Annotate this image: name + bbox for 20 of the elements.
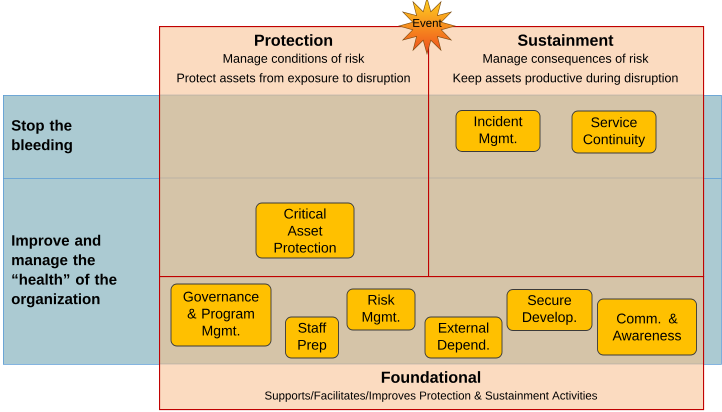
panel-heading: Sustainment (518, 34, 614, 46)
activity-box: Risk Mgmt. (346, 288, 416, 330)
panel-heading: Foundational (382, 371, 480, 383)
activity-box: Staff Prep (285, 316, 339, 358)
activity-box: Critical Asset Protection (256, 202, 354, 258)
panel-text: Supports/Facilitates/Improves Protection & Sustainment Activities (265, 391, 598, 402)
band-label: Stop the bleeding (12, 120, 72, 154)
panel-text: Manage conditions of risk (224, 54, 364, 66)
activity-box: Secure Develop. (506, 289, 592, 331)
activity-box: Service Continuity (572, 110, 656, 154)
starburst: Event (398, 0, 456, 56)
panel-text: Keep assets productive during disruption (454, 73, 678, 85)
activity-box: Comm. & Awareness (597, 298, 697, 356)
activity-box: External Depend. (424, 316, 502, 358)
activity-box: Incident Mgmt. (456, 110, 540, 152)
panel-heading: Protection (255, 34, 332, 46)
band-label: Improve and manage the “health” of the organization (12, 234, 116, 308)
panel-text: Manage consequences of risk (484, 54, 649, 66)
activity-box: Governance & Program Mgmt. (170, 284, 272, 346)
panel-text: Protect assets from exposure to disruption (177, 73, 410, 85)
